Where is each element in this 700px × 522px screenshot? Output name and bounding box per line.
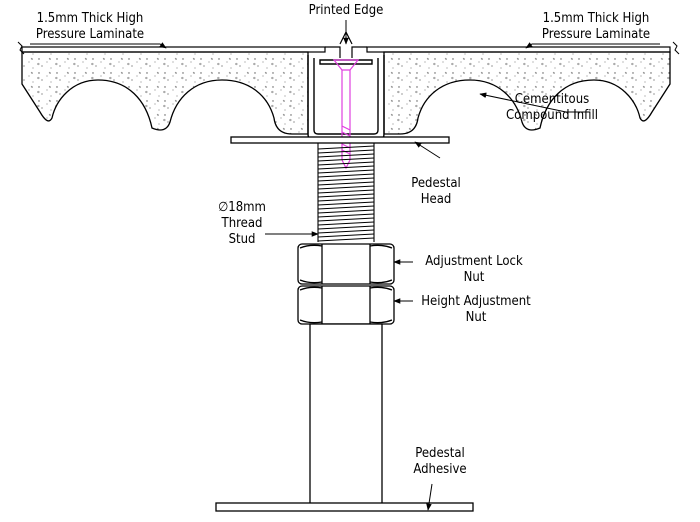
label-laminate-right: 1.5mm Thick High Pressure Laminate	[542, 11, 650, 43]
label-thread-stud: ∅18mm Thread Stud	[218, 200, 266, 248]
label-printed-edge: Printed Edge	[309, 3, 384, 19]
thread-line	[317, 181, 375, 186]
thread-line	[317, 201, 375, 206]
thread-line	[317, 237, 375, 242]
thread-line	[317, 233, 375, 238]
label-laminate-left: 1.5mm Thick High Pressure Laminate	[36, 11, 144, 43]
label-cementitious-infill: Cementitous Compound Infill	[506, 92, 598, 124]
thread-line	[317, 169, 375, 174]
infill-right	[383, 51, 671, 135]
thread-stud-line-1: ∅18mm	[218, 200, 266, 215]
thread-stud-line-3: Stud	[228, 232, 256, 247]
label-pedestal-head: Pedestal Head	[411, 176, 461, 208]
laminate-right	[366, 46, 671, 53]
thread-line	[317, 229, 375, 234]
cementitious-line-1: Cementitous	[514, 92, 590, 107]
thread-line	[317, 161, 375, 166]
thread-line	[317, 217, 375, 222]
thread-line	[317, 145, 375, 150]
height-adjustment-nut-line-2: Nut	[465, 310, 487, 325]
pedestal-tube	[309, 323, 383, 505]
thread-stud	[317, 143, 375, 242]
laminate-right-line-2: Pressure Laminate	[541, 27, 651, 42]
laminate-right-line-1: 1.5mm Thick High	[542, 11, 650, 26]
thread-line	[317, 225, 375, 230]
thread-line	[317, 209, 375, 214]
pedestal-base-plate	[215, 502, 474, 512]
pedestal-channel	[307, 55, 385, 141]
thread-lines	[317, 145, 375, 242]
adjustment-lock-nut	[297, 243, 395, 285]
thread-line	[317, 165, 375, 170]
thread-line	[317, 177, 375, 182]
thread-line	[317, 173, 375, 178]
laminate-left-line-1: 1.5mm Thick High	[36, 11, 144, 26]
printed-edge-text: Printed Edge	[308, 3, 384, 18]
thread-line	[317, 189, 375, 194]
thread-line	[317, 193, 375, 198]
pedestal-head-plate	[230, 136, 450, 144]
thread-line	[317, 213, 375, 218]
label-pedestal-adhesive: Pedestal Adhesive	[413, 446, 466, 478]
thread-line	[317, 197, 375, 202]
laminate-left	[21, 46, 326, 53]
pedestal-head-line-2: Head	[420, 192, 452, 207]
thread-line	[317, 185, 375, 190]
thread-stud-line-2: Thread	[221, 216, 263, 231]
thread-line	[317, 149, 375, 154]
leader-lines	[30, 20, 660, 511]
thread-line	[317, 153, 375, 158]
adjustment-lock-nut-line-2: Nut	[463, 270, 485, 285]
adjustment-lock-nut-line-1: Adjustment Lock	[425, 254, 523, 269]
thread-line	[317, 221, 375, 226]
pedestal-adhesive-line-2: Adhesive	[413, 462, 467, 477]
printed-edge-joint	[325, 31, 367, 58]
height-adjustment-nut-line-1: Height Adjustment	[421, 294, 531, 309]
pedestal-head-line-1: Pedestal	[411, 176, 461, 191]
height-adjustment-nut	[297, 285, 395, 325]
thread-line	[317, 205, 375, 210]
label-height-adjustment-nut: Height Adjustment Nut	[421, 294, 531, 326]
laminate-left-line-2: Pressure Laminate	[35, 27, 145, 42]
pedestal-adhesive-line-1: Pedestal	[415, 446, 465, 461]
cementitious-line-2: Compound Infill	[506, 108, 598, 123]
thread-line	[317, 157, 375, 162]
label-adjustment-lock-nut: Adjustment Lock Nut	[425, 254, 522, 286]
infill-left	[21, 51, 309, 135]
